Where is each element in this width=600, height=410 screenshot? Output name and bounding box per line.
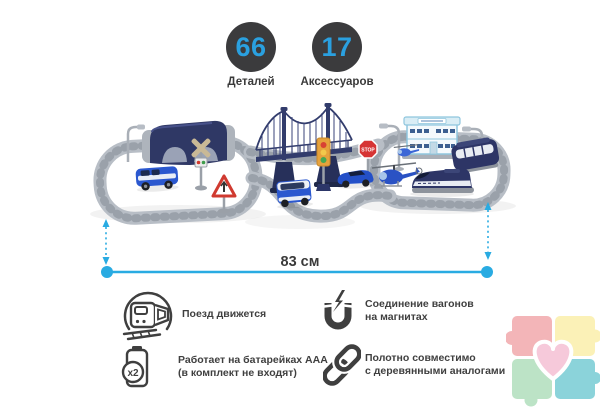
battery-icon: x2 bbox=[121, 346, 149, 388]
parts-count-circle: 66 bbox=[226, 22, 276, 72]
feature-train-moves: Поезд движется bbox=[116, 286, 266, 342]
dimension-label: 83 см bbox=[281, 254, 320, 270]
feature-batteries-text: Работает на батарейках AAA (в комплект н… bbox=[178, 354, 328, 379]
train-locomotive bbox=[410, 168, 474, 197]
train-wagon bbox=[451, 137, 500, 174]
police-van bbox=[135, 166, 179, 192]
stop-sign-text: STOP bbox=[361, 148, 375, 154]
parts-count-label: Деталей bbox=[227, 76, 275, 88]
police-bus bbox=[276, 179, 314, 209]
chain-link-icon bbox=[323, 343, 361, 386]
tunnel bbox=[142, 120, 235, 165]
helicopter-small bbox=[393, 144, 420, 157]
battery-count-text: x2 bbox=[127, 368, 139, 379]
street-lamp-mid bbox=[379, 123, 404, 171]
magnet-icon bbox=[323, 290, 353, 330]
street-lamp-right bbox=[462, 126, 484, 154]
accessories-count-label: Аксессуаров bbox=[300, 76, 374, 88]
feature-wooden-compatible: Полотно совместимо с деревянными аналога… bbox=[323, 342, 505, 388]
police-station bbox=[402, 116, 462, 159]
product-photo: STOP bbox=[90, 103, 516, 278]
feature-train-moves-text: Поезд движется bbox=[182, 307, 267, 320]
feature-magnet-coupling: Соединение вагонов на магнитах bbox=[321, 290, 474, 332]
street-lamp-left bbox=[126, 124, 145, 162]
accessories-count-value: 17 bbox=[321, 31, 353, 62]
police-car bbox=[337, 170, 374, 189]
traffic-light bbox=[316, 137, 331, 191]
feature-magnet-coupling-text: Соединение вагонов на магнитах bbox=[365, 298, 474, 323]
brand-puzzle-logo bbox=[506, 316, 600, 407]
parts-count-value: 66 bbox=[235, 31, 267, 62]
feature-batteries: x2 Работает на батарейках AAA (в комплек… bbox=[119, 344, 328, 390]
warning-sign bbox=[211, 174, 237, 214]
feature-wooden-compatible-text: Полотно совместимо с деревянными аналога… bbox=[365, 352, 506, 377]
parts-count-badge: 66 Деталей bbox=[191, 22, 311, 88]
dimension-measure: 83 см bbox=[101, 202, 493, 278]
train-icon bbox=[122, 291, 173, 341]
toy-train bbox=[410, 137, 500, 197]
heart-icon bbox=[532, 339, 574, 381]
helicopter bbox=[371, 162, 423, 187]
accessories-count-circle: 17 bbox=[312, 22, 362, 72]
railroad-crossing-sign bbox=[191, 138, 211, 191]
accessories-count-badge: 17 Аксессуаров bbox=[277, 22, 397, 88]
